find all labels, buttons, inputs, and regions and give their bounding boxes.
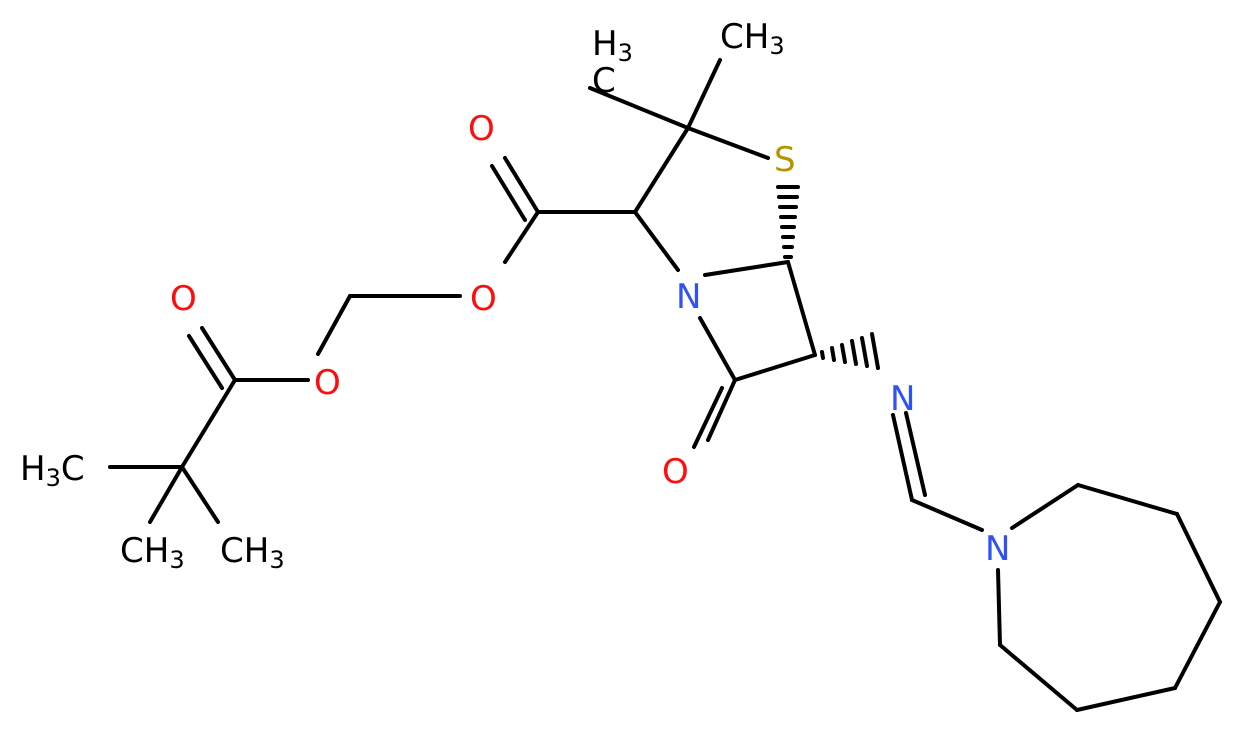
bond-lactam-co-2 [692, 386, 724, 449]
bond-piv-methyl-bottom-right [180, 465, 220, 524]
hashed-wedge-c6-n [820, 332, 880, 370]
bond-n-ch-2 [904, 411, 927, 497]
atom-nitrogen-azepane: N [985, 529, 1010, 569]
atom-oxygen-ester: O [470, 279, 497, 319]
bond-piv-methyl-bottom-left [148, 465, 184, 524]
bond-carboxyl-co-2 [490, 164, 527, 222]
bond-n-c5 [703, 260, 790, 277]
bond-c3-n [633, 210, 680, 272]
bond-azepane-6 [998, 643, 1079, 712]
bond-azepane-3 [1175, 512, 1222, 604]
bond-azepane-2 [1076, 483, 1179, 516]
bond-carboxyl-co-1 [503, 156, 540, 214]
atom-sulfur: S [774, 140, 796, 180]
methyl-pivaloyl-bottom-right: CH3 [220, 531, 285, 574]
methyl-top-left-c: C [592, 61, 616, 101]
bond-c2-methyl-left [588, 86, 690, 130]
methyl-pivaloyl-bottom-left: CH3 [120, 531, 185, 574]
bond-azepane-7 [996, 568, 1002, 647]
bond-ch-n-azepane [910, 498, 984, 532]
bond-n-ch-1 [891, 413, 914, 502]
methyl-top-left-h: H3 [592, 24, 633, 67]
bond-ch2-o [316, 294, 352, 356]
methyl-top-left: H3 C [592, 24, 633, 101]
bond-piv-co-1 [200, 326, 237, 382]
methyl-pivaloyl-left: H3C [20, 449, 85, 492]
bonds [108, 58, 1222, 712]
bond-c5-c6 [786, 260, 817, 357]
bond-carboxyl-o [503, 210, 540, 264]
atom-nitrogen-ring: N [676, 277, 701, 317]
bond-n-c7 [698, 316, 737, 382]
atom-labels: S N N N O O O O O H3 C CH3 H3C CH3 CH3 [20, 17, 1010, 574]
bond-azepane-5 [1075, 686, 1177, 712]
bond-piv-co-2 [187, 334, 224, 390]
atom-oxygen-pivaloyl: O [170, 279, 197, 319]
bond-azepane-1 [1010, 483, 1080, 530]
bond-lactam-co-1 [706, 378, 737, 442]
atom-nitrogen-imine: N [890, 379, 915, 419]
bond-piv-quaternary [180, 378, 237, 469]
atom-oxygen-carboxyl: O [468, 109, 495, 149]
bond-c2-s [686, 126, 770, 160]
bond-c2-methyl-right [686, 58, 722, 130]
methyl-top-right: CH3 [720, 17, 785, 60]
atom-oxygen-ether: O [314, 363, 341, 403]
hashed-wedge-c5-s [776, 185, 800, 259]
bond-azepane-4 [1173, 600, 1222, 690]
atom-oxygen-lactam: O [662, 452, 689, 492]
bond-c7-c6 [733, 353, 817, 382]
bond-c3-c2 [633, 126, 690, 214]
